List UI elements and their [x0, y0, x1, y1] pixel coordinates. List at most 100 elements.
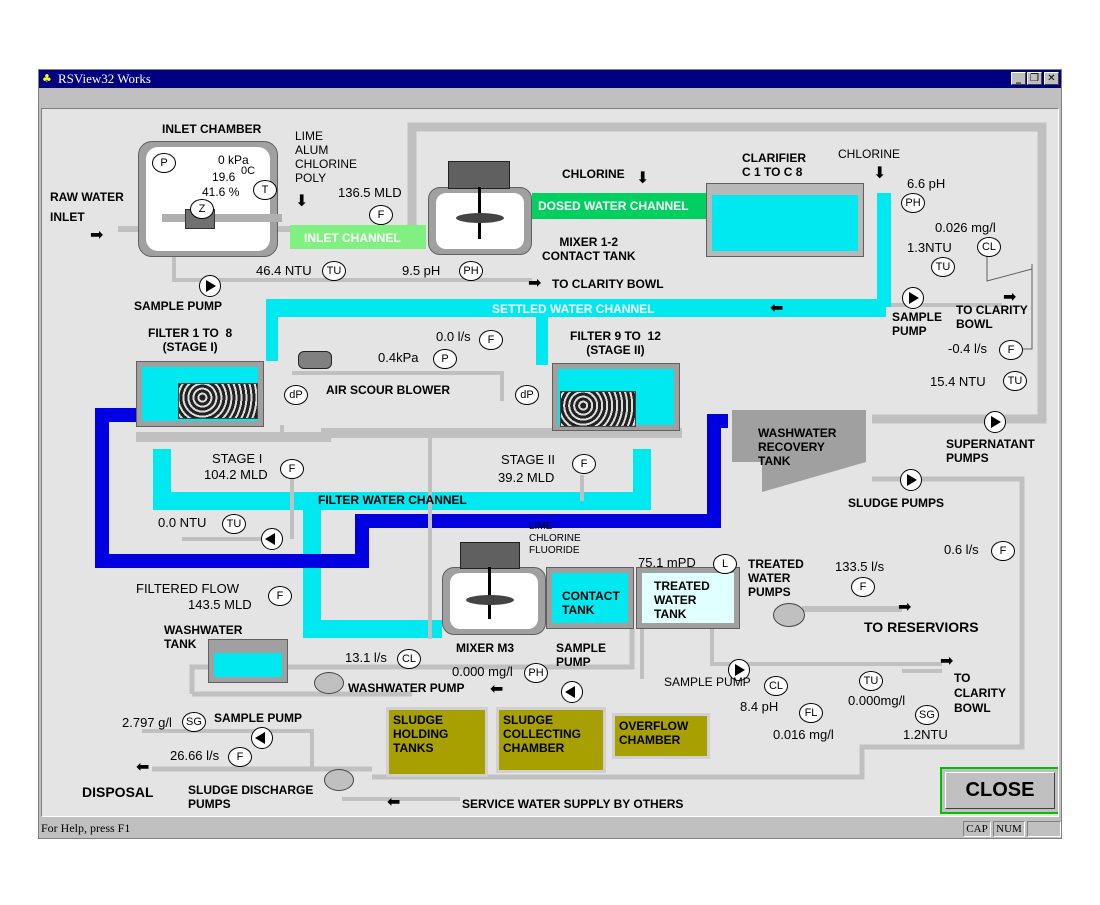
- outlet-ph-value: 8.4 pH: [740, 699, 779, 714]
- deg-c-unit: 0C: [241, 165, 256, 177]
- temperature-instrument[interactable]: T: [253, 180, 277, 200]
- disposal-label: DISPOSAL: [82, 784, 154, 800]
- washwater-pump[interactable]: [314, 672, 344, 694]
- air-scour-flow-instrument[interactable]: F: [479, 330, 503, 350]
- outlet-sample-pump[interactable]: [728, 659, 750, 681]
- stage-2-label: STAGE II: [501, 452, 555, 467]
- pressure-instrument[interactable]: P: [152, 153, 176, 173]
- outlet-turbidity-instrument[interactable]: SG: [915, 705, 939, 725]
- lime-chlorine-fluoride-label: LIME CHLORINE FLUORIDE: [529, 521, 581, 556]
- treated-flow-value: 133.5 l/s: [835, 559, 885, 574]
- app-window: ♣ RSView32 Works _ ❐ ✕ INLET CHAMBER LIM…: [38, 69, 1062, 839]
- sludge-flow-instrument[interactable]: F: [991, 541, 1015, 561]
- filter-sample-pump[interactable]: [261, 528, 283, 550]
- clarified-chlorine-instrument[interactable]: CL: [977, 237, 1001, 257]
- clarified-turbidity-instrument[interactable]: TU: [931, 257, 955, 277]
- clarified-ph-instrument[interactable]: PH: [901, 193, 925, 213]
- filtered-turbidity-instrument[interactable]: TU: [222, 514, 246, 534]
- recovery-turbidity-instrument[interactable]: TU: [1003, 371, 1027, 391]
- sample-pump-3-label: SAMPLE PUMP: [556, 641, 607, 669]
- inlet-flow-value: 136.5 MLD: [338, 185, 402, 200]
- mixer-m3-motor: [460, 542, 520, 569]
- filter-9-12-dp-instrument[interactable]: dP: [515, 385, 539, 405]
- sample-pump-2[interactable]: [902, 287, 924, 309]
- outlet-chlorine-instrument[interactable]: FL: [799, 703, 823, 723]
- treated-water-tank-label: TREATED WATER TANK: [654, 579, 710, 621]
- position-instrument[interactable]: Z: [190, 199, 214, 219]
- raw-turbidity-instrument[interactable]: TU: [322, 261, 346, 281]
- stage-1-flow-value: 104.2 MLD: [204, 467, 268, 482]
- num-lock-indicator: NUM: [993, 821, 1025, 837]
- inlet-channel: [290, 225, 426, 249]
- settled-water-channel: [266, 299, 886, 317]
- recovery-flow-instrument[interactable]: F: [999, 340, 1023, 360]
- stage-1-flow-instrument[interactable]: F: [280, 459, 304, 479]
- filter-1-8-dp-instrument[interactable]: dP: [284, 385, 308, 405]
- filtered-flow-label: FILTERED FLOW: [136, 581, 240, 596]
- settled-water-channel-label: SETTLED WATER CHANNEL: [492, 302, 655, 316]
- pipe-network: [95, 122, 1047, 801]
- washwater-pump-label: WASHWATER PUMP: [348, 681, 465, 695]
- sludge-discharge-flow-instrument[interactable]: F: [228, 747, 252, 767]
- sludge-sg-value: 2.797 g/l: [122, 715, 172, 730]
- air-scour-flow-value: 0.0 l/s: [436, 329, 471, 344]
- treated-level-instrument[interactable]: L: [713, 554, 737, 574]
- mixer-m3-label: MIXER M3: [456, 641, 515, 655]
- chlorine-arrow-1: ⬇: [636, 168, 650, 187]
- title-bar: ♣ RSView32 Works _ ❐ ✕: [39, 70, 1061, 88]
- to-reservoirs-arrow: ➡: [898, 597, 912, 616]
- app-icon: ♣: [42, 72, 52, 85]
- sludge-sg-instrument[interactable]: SG: [182, 712, 206, 732]
- close-button[interactable]: CLOSE: [940, 767, 1058, 814]
- inlet-pipe: [162, 214, 282, 222]
- sludge-pump[interactable]: [900, 469, 922, 491]
- outlet-chlorine-value: 0.016 mg/l: [773, 727, 834, 742]
- restore-button[interactable]: ❐: [1027, 72, 1042, 85]
- mixer-1-2-impeller: [456, 213, 504, 223]
- filtered-flow-instrument[interactable]: F: [268, 586, 292, 606]
- sludge-sample-line: [142, 729, 314, 767]
- sludge-sample-pump[interactable]: [251, 727, 273, 749]
- sludge-pumps-label: SLUDGE PUMPS: [848, 496, 945, 510]
- recovery-ntu-value: 15.4 NTU: [930, 374, 986, 389]
- washwater-flow-instrument[interactable]: CL: [397, 649, 421, 669]
- caps-lock-indicator: CAP: [963, 821, 991, 837]
- process-display: INLET CHAMBER LIME ALUM CHLORINE POLY RA…: [41, 108, 1059, 817]
- washwater-recovery-tank: [732, 410, 866, 462]
- contact-chlorine-instrument[interactable]: PH: [524, 663, 548, 683]
- sludge-discharge-pump[interactable]: [324, 769, 354, 791]
- stage-2-flow-instrument[interactable]: F: [572, 454, 596, 474]
- washwater-recovery-hopper: [762, 462, 866, 492]
- outlet-ph-instrument[interactable]: CL: [764, 676, 788, 696]
- contact-sample-arrow: ⬅: [490, 679, 504, 698]
- to-clarity-bowl-1-label: TO CLARITY BOWL: [552, 277, 664, 291]
- outlet-fluoride-value: 0.000mg/l: [848, 693, 906, 708]
- clarifier-label: CLARIFIER C 1 TO C 8: [742, 151, 806, 179]
- raw-ph-instrument[interactable]: PH: [459, 261, 483, 281]
- contact-tank-label: CONTACT TANK: [562, 589, 620, 617]
- outlet-fluoride-instrument[interactable]: TU: [859, 671, 883, 691]
- sample-pump-1-label: SAMPLE PUMP: [134, 299, 223, 313]
- filter-gallery: [136, 428, 682, 442]
- inlet-flow-instrument[interactable]: F: [369, 205, 393, 225]
- chlorine-arrow-2: ⬇: [873, 163, 887, 182]
- disposal-arrow: ⬅: [136, 757, 150, 776]
- sludge-holding-label: SLUDGE HOLDING TANKS: [393, 713, 449, 755]
- sample-pump-5-label: SAMPLE PUMP: [214, 711, 303, 725]
- settled-water-arrow: ⬅: [770, 298, 784, 317]
- inlet-channel-label: INLET CHANNEL: [304, 231, 401, 245]
- mixer-1-2-motor: [448, 161, 510, 189]
- treated-water-pump[interactable]: [773, 603, 805, 627]
- mixer-m3-shaft: [488, 567, 491, 619]
- minimize-button[interactable]: _: [1011, 72, 1026, 85]
- washwater-tank-label: WASHWATER TANK: [164, 623, 243, 651]
- air-scour-pressure-instrument[interactable]: P: [433, 349, 457, 369]
- contact-sample-pump[interactable]: [561, 681, 583, 703]
- sample-pump-1[interactable]: [199, 275, 221, 297]
- filter-9-12-label: FILTER 9 TO 12 (STAGE II): [570, 329, 661, 357]
- supernatant-pump[interactable]: [984, 411, 1006, 433]
- chlorine-label-2: CHLORINE: [838, 147, 901, 161]
- close-window-button[interactable]: ✕: [1044, 72, 1059, 85]
- air-scour-line: [292, 371, 504, 401]
- treated-flow-instrument[interactable]: F: [851, 577, 875, 597]
